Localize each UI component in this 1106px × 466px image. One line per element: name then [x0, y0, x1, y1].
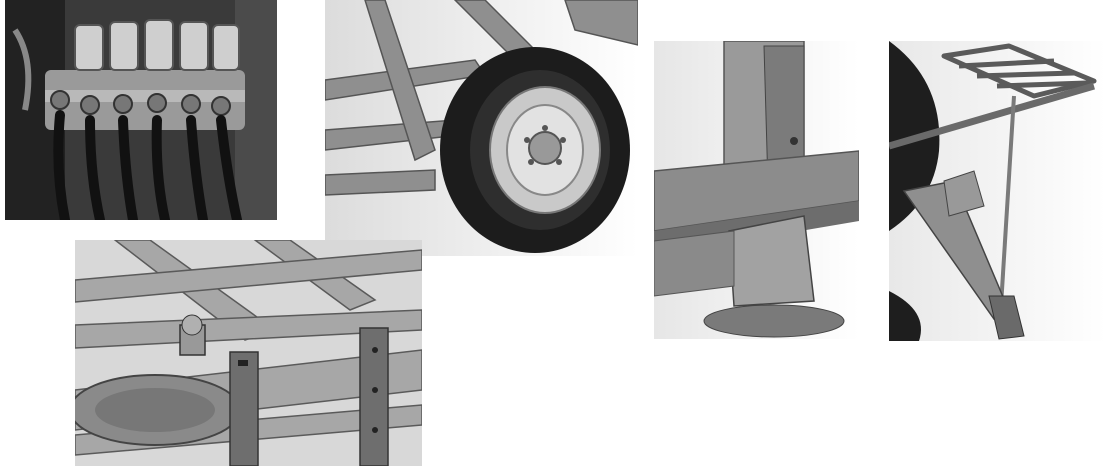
wheel-assembly-render — [325, 0, 638, 256]
frame-underside-image — [75, 240, 422, 466]
hydraulic-valve-image — [5, 0, 277, 220]
frame-underside-render — [75, 240, 422, 466]
wheel-assembly-image — [325, 0, 638, 256]
rack-and-tine-render — [889, 41, 1106, 341]
mounting-bracket-image — [654, 41, 859, 339]
hydraulic-valve-photo — [5, 0, 277, 220]
rack-and-tine-image — [889, 41, 1106, 341]
mounting-bracket-render — [654, 41, 859, 339]
